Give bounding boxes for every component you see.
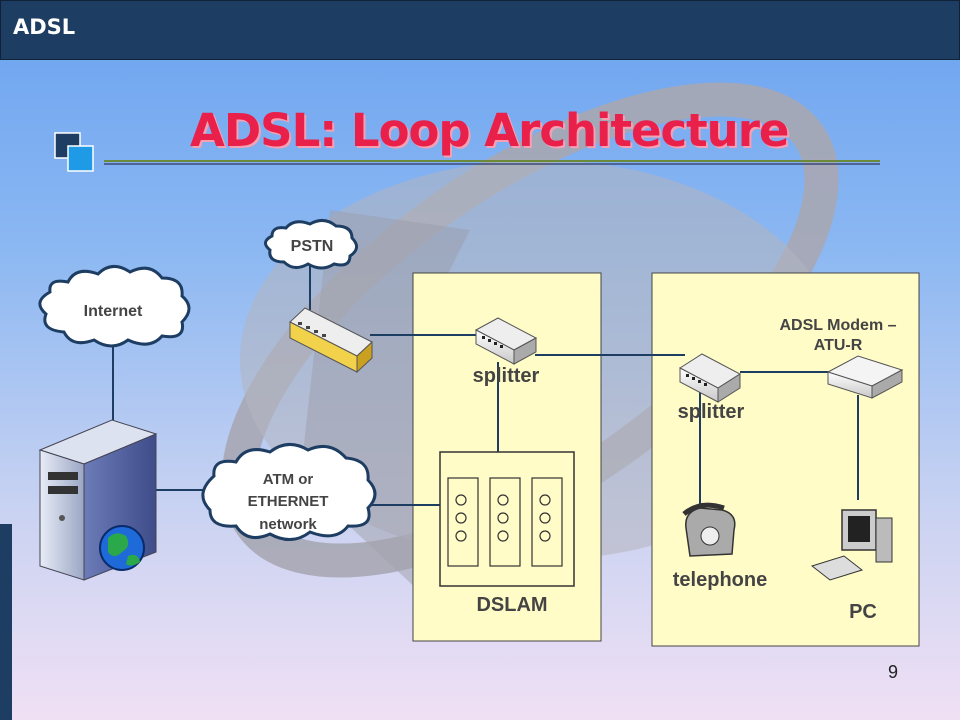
page-number: 9 bbox=[888, 662, 899, 682]
co-splitter-icon: splitter bbox=[473, 317, 540, 387]
dslam-icon: DSLAM bbox=[439, 451, 575, 616]
bullet-square-light bbox=[67, 145, 94, 172]
dslam-label: DSLAM bbox=[476, 594, 547, 616]
pc-icon: PC bbox=[810, 509, 893, 623]
modem-label-line2: ATU-R bbox=[814, 337, 863, 354]
header-title: ADSL bbox=[13, 15, 76, 39]
telephone-label: telephone bbox=[673, 569, 767, 591]
adsl-modem-icon: ADSL Modem – ATU-R bbox=[779, 317, 904, 399]
globe-icon bbox=[99, 525, 145, 571]
left-accent-bar bbox=[0, 524, 12, 720]
title-decoration bbox=[54, 132, 880, 172]
pstn-switch-icon bbox=[289, 307, 373, 374]
slide-title: ADSL: Loop Architecture bbox=[190, 104, 789, 157]
atm-label-line1: ATM or bbox=[263, 471, 314, 488]
pc-label: PC bbox=[849, 601, 877, 623]
atm-label-line2: ETHERNET bbox=[248, 493, 329, 510]
atm-ethernet-cloud: ATM or ETHERNET network bbox=[201, 443, 377, 541]
pstn-label: PSTN bbox=[291, 238, 334, 255]
home-splitter-label: splitter bbox=[678, 401, 745, 423]
header-bar: ADSL bbox=[0, 0, 960, 60]
customer-premises-panel bbox=[651, 272, 920, 647]
home-splitter-icon: splitter bbox=[678, 353, 745, 423]
modem-label-line1: ADSL Modem – bbox=[779, 317, 896, 334]
connection-lines bbox=[112, 265, 859, 510]
pstn-cloud: PSTN bbox=[264, 219, 358, 270]
internet-label: Internet bbox=[84, 303, 143, 320]
telephone-icon: telephone bbox=[673, 502, 767, 591]
internet-cloud: Internet bbox=[38, 265, 191, 348]
atm-label-line3: network bbox=[259, 516, 317, 533]
co-splitter-label: splitter bbox=[473, 365, 540, 387]
